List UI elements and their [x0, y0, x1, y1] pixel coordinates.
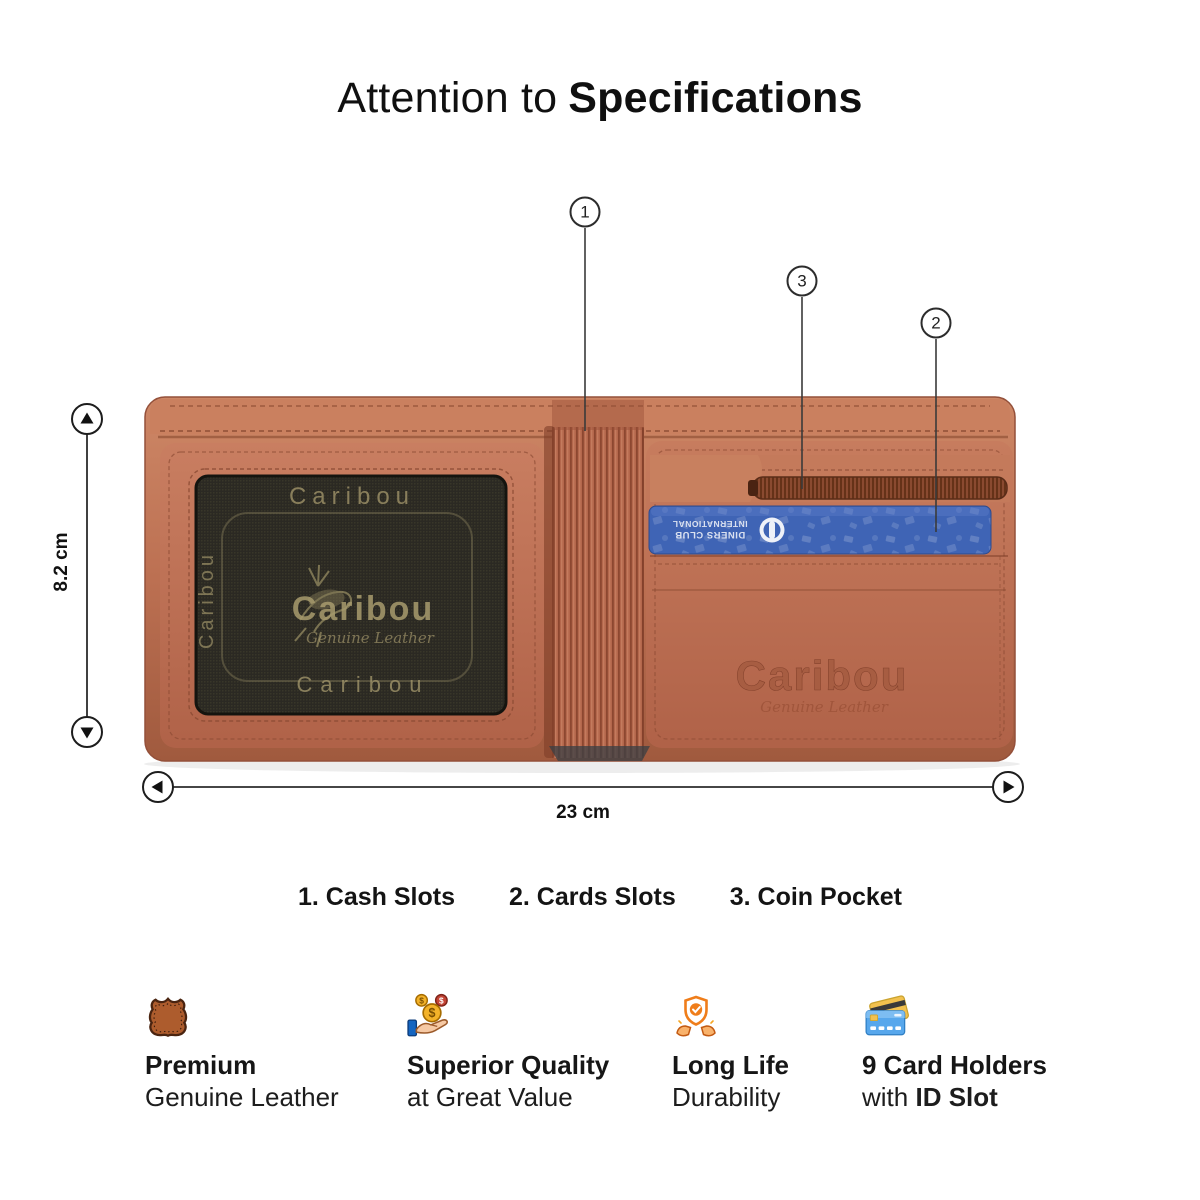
window-print-bottom: Caribou	[296, 672, 429, 697]
window-print-script: Genuine Leather	[306, 629, 435, 647]
coin-dollar-sign: $	[439, 995, 444, 1005]
leather-icon	[145, 986, 415, 1042]
height-dimension-label: 8.2 cm	[51, 532, 72, 592]
callout-lines	[584, 228, 937, 532]
feature-title: Superior Quality	[407, 1050, 610, 1080]
height-dimension	[71, 403, 103, 748]
feature-card-holders: 9 Card Holders with ID Slot	[862, 986, 1132, 1113]
money-value-icon: $ $ $	[407, 986, 677, 1042]
arrow-right-icon	[1003, 780, 1015, 794]
legend-item-coin-pocket: 3. Coin Pocket	[729, 883, 902, 911]
embossed-brand-script: Genuine Leather	[760, 698, 889, 716]
page-title-emphasis: Specifications	[568, 74, 863, 122]
cash-slot-pleats	[544, 400, 650, 761]
feature-title: Premium	[145, 1050, 257, 1080]
feature-subtitle: with ID Slot	[862, 1081, 1132, 1113]
arrow-up-icon	[80, 412, 94, 424]
width-dimension	[142, 771, 1024, 803]
card-holders-icon	[862, 986, 1132, 1042]
feature-subtitle: Genuine Leather	[145, 1082, 339, 1112]
feature-long-life: Long Life Durability	[672, 986, 942, 1113]
callout-badge-3-number: 3	[797, 271, 807, 290]
callout-badge-1-number: 1	[580, 202, 590, 221]
feature-superior-quality: $ $ $ Superior Quality at Great Value	[407, 986, 677, 1113]
window-print-top: Caribou	[289, 483, 415, 510]
id-window-panel: Caribou Caribou Caribou Genuine Leather …	[160, 443, 544, 748]
arrow-down-icon	[80, 727, 94, 739]
caribou-deer-logo-icon	[294, 564, 353, 648]
embossed-brand-name: Caribou	[736, 652, 909, 699]
callout-badge-3: 3	[786, 265, 818, 297]
feature-subtitle: Durability	[672, 1082, 781, 1112]
id-window	[194, 474, 508, 716]
feature-subtitle: at Great Value	[407, 1082, 573, 1112]
callout-legend: 1. Cash Slots 2. Cards Slots 3. Coin Poc…	[0, 883, 1200, 912]
feature-title: Long Life	[672, 1050, 789, 1080]
diners-club-logo-icon	[759, 517, 785, 543]
page-title-prefix: Attention to	[337, 74, 558, 122]
window-print-side: Caribou	[196, 551, 218, 649]
embossed-brand: Caribou Genuine Leather	[735, 652, 909, 716]
feature-title: 9 Card Holders	[862, 1050, 1047, 1080]
feature-premium-leather: Premium Genuine Leather	[145, 986, 415, 1113]
card-text-line2: INTERNATIONAL	[672, 519, 747, 529]
feature-subtitle-emphasis: ID Slot	[915, 1082, 998, 1112]
diners-card: DINERS CLUB INTERNATIONAL	[648, 505, 992, 555]
card-text-line1: DINERS CLUB	[675, 529, 745, 540]
feature-subtitle-prefix: with	[862, 1082, 909, 1112]
window-print-center: Caribou	[292, 590, 434, 628]
zipper-icon	[752, 476, 1008, 500]
callout-badge-2-number: 2	[931, 313, 941, 332]
coin-dollar-sign: $	[419, 995, 424, 1005]
coin-dollar-sign: $	[429, 1006, 436, 1020]
legend-item-cards-slots: 2. Cards Slots	[509, 883, 676, 911]
arrow-left-icon	[151, 780, 163, 794]
callout-badge-2: 2	[920, 307, 952, 339]
id-window-print: Caribou Caribou Caribou Genuine Leather …	[196, 483, 473, 697]
coin-pocket	[650, 455, 1010, 502]
callout-badge-1: 1	[569, 196, 601, 228]
width-dimension-label: 23 cm	[556, 802, 610, 823]
legend-item-cash-slots: 1. Cash Slots	[298, 883, 455, 911]
card-slots-panel: DINERS CLUB INTERNATIONAL Caribou Genuin…	[646, 441, 1013, 748]
shield-durability-icon	[672, 986, 942, 1042]
